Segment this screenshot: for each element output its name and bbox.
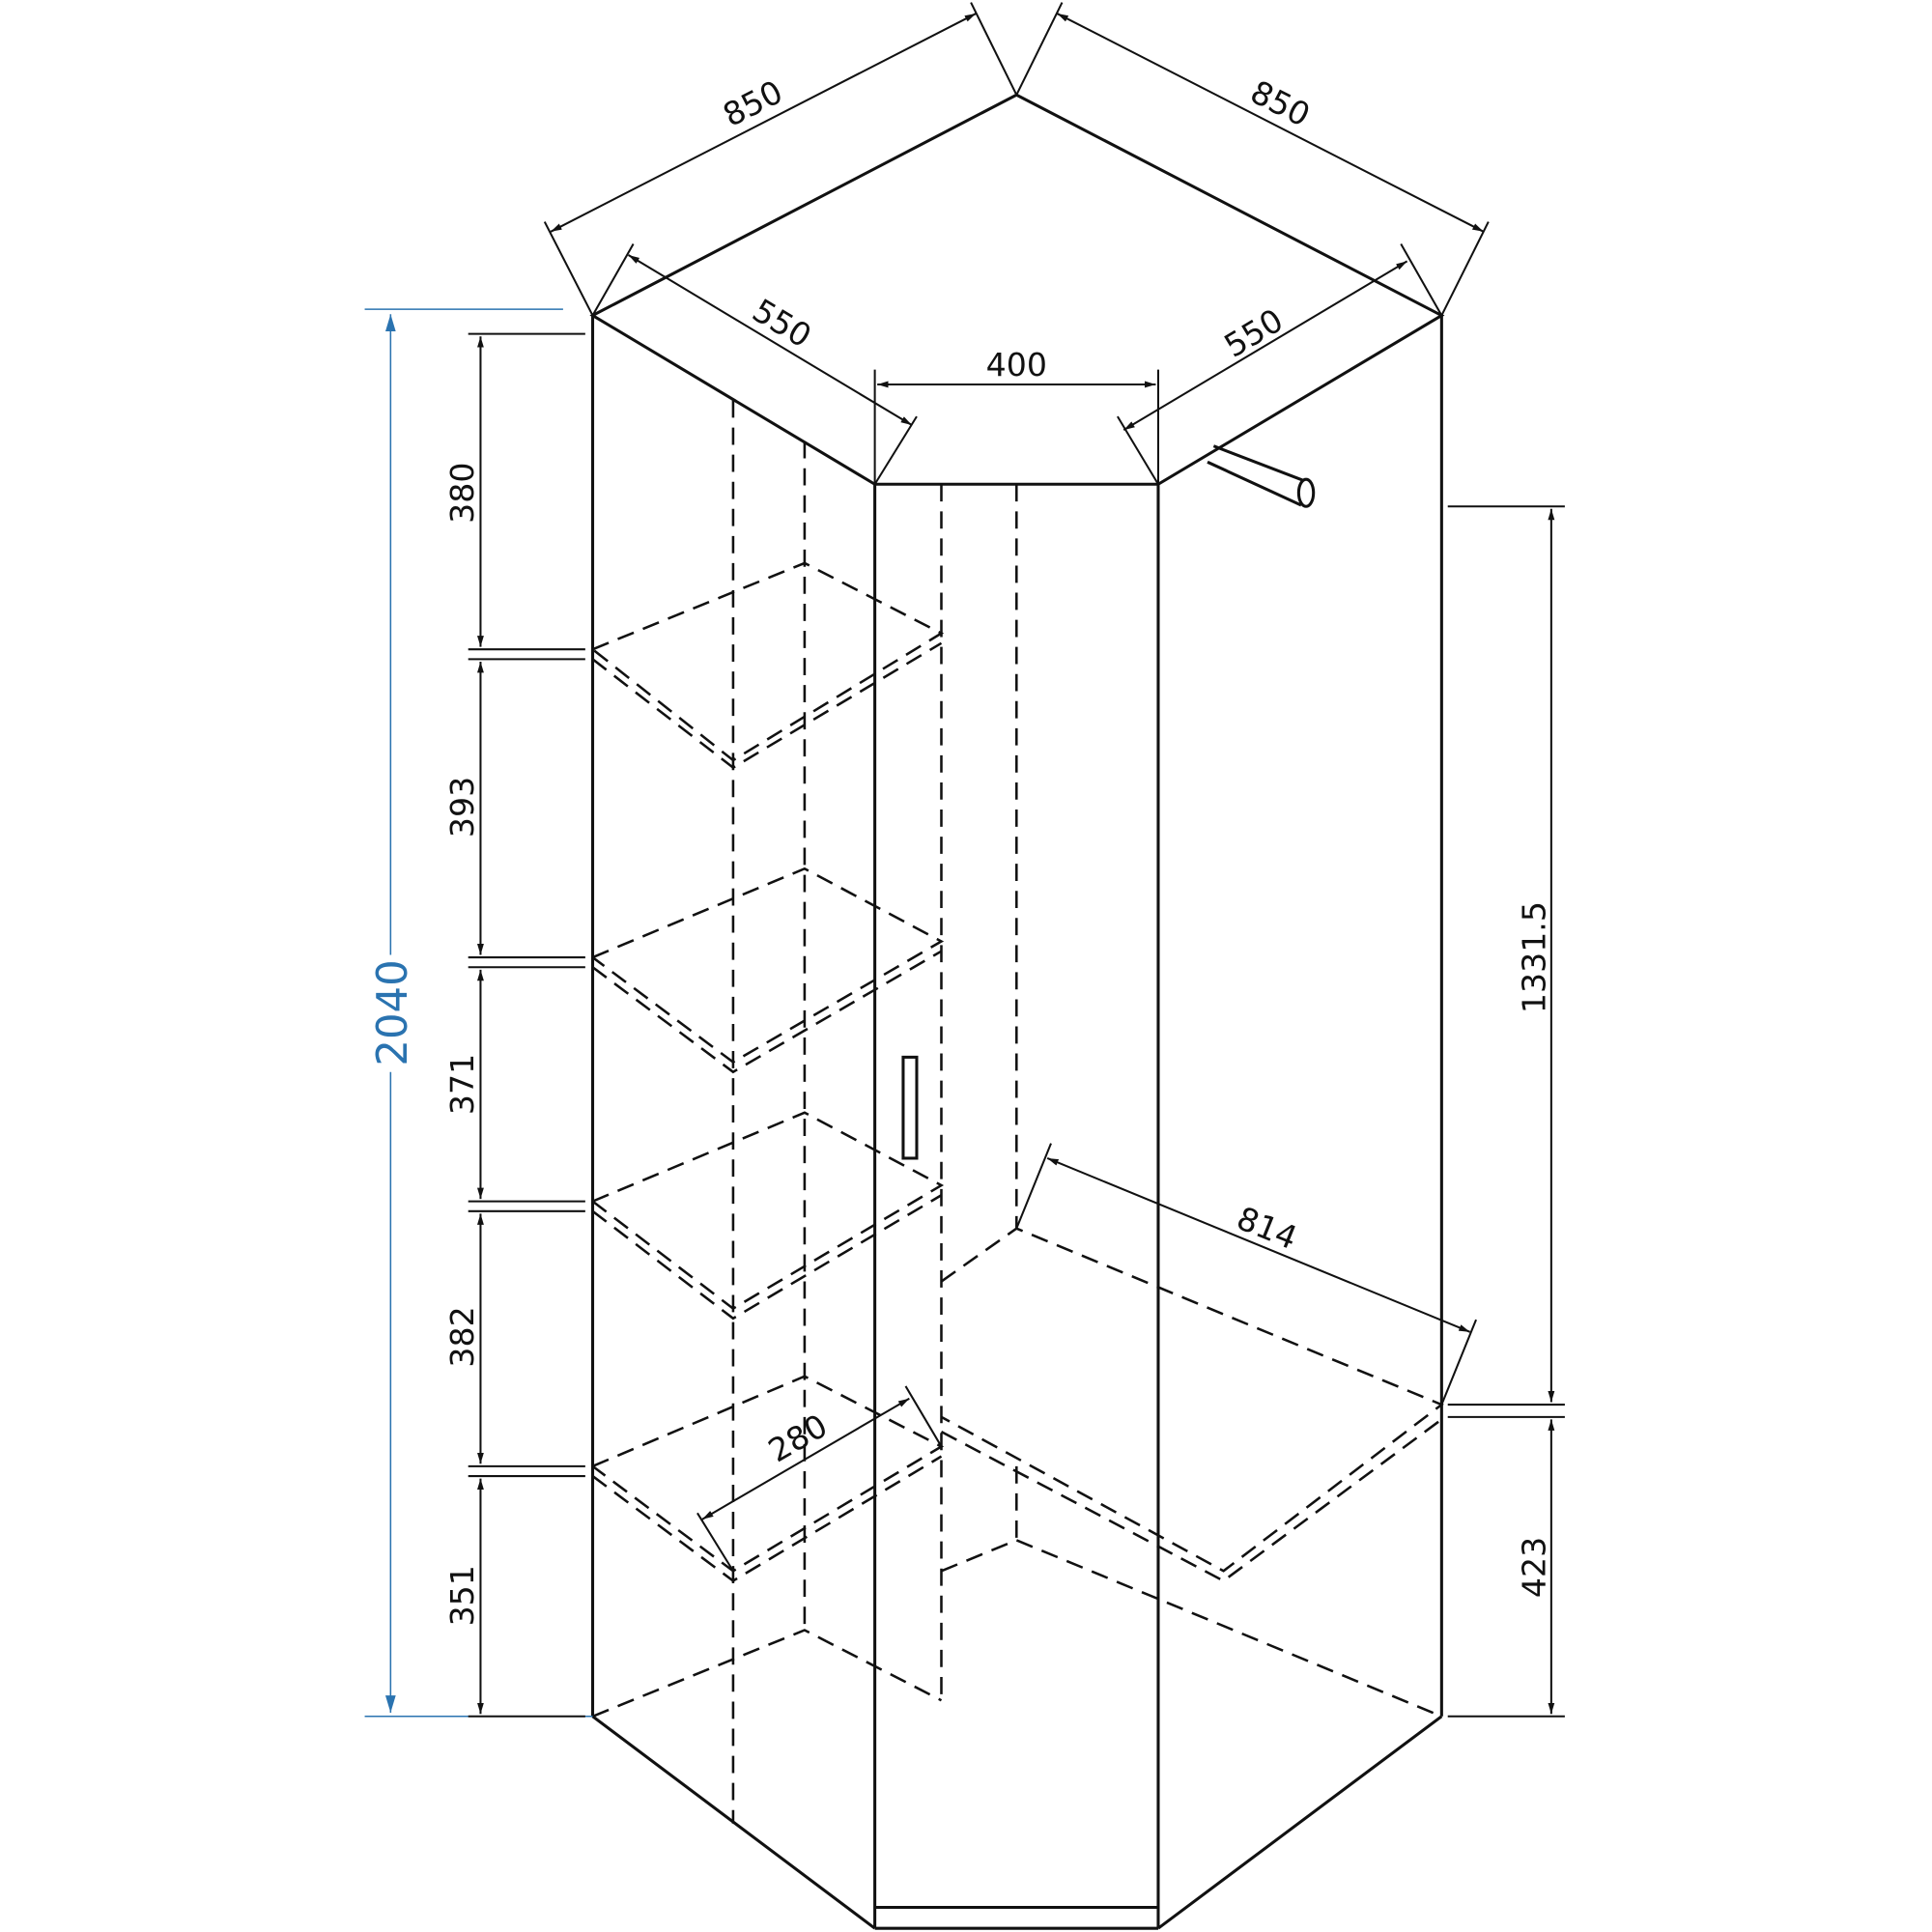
svg-text:380: 380 (443, 463, 481, 524)
door-handle (901, 1055, 919, 1160)
dimension-depth-right: 550 (1117, 243, 1443, 485)
svg-text:371: 371 (443, 1054, 481, 1115)
shelf-2 (591, 867, 945, 1074)
dimension-width-left: 850 (543, 2, 1018, 316)
shelf-1 (591, 561, 945, 770)
shelf-3 (591, 1111, 945, 1321)
dimension-right-heights: 1331.5 423 (1447, 505, 1565, 1718)
svg-text:382: 382 (443, 1306, 481, 1367)
svg-text:814: 814 (1232, 1199, 1302, 1257)
dimension-corner-diagonal: 814 (1015, 1143, 1478, 1406)
dimension-shelf-gaps: 380 393 371 382 351 (443, 332, 585, 1718)
svg-text:393: 393 (443, 777, 481, 838)
svg-text:550: 550 (746, 292, 817, 355)
hanging-rail (1207, 444, 1316, 508)
shelf-4 (591, 1375, 945, 1583)
svg-text:400: 400 (986, 346, 1047, 384)
svg-text:2040: 2040 (369, 959, 417, 1065)
svg-text:850: 850 (1244, 72, 1316, 133)
dimension-total-height: 2040 (364, 308, 593, 1718)
svg-text:351: 351 (443, 1565, 481, 1626)
dimension-depth-left: 550 (591, 243, 918, 485)
shelves (591, 561, 945, 1583)
svg-text:850: 850 (717, 72, 788, 133)
dimension-door-width: 400 (873, 346, 1159, 485)
svg-text:550: 550 (1217, 301, 1289, 365)
hidden-lines (592, 400, 1444, 1824)
svg-text:1331.5: 1331.5 (1515, 901, 1552, 1013)
svg-text:280: 280 (762, 1406, 834, 1469)
dimension-width-right: 850 (1015, 2, 1490, 316)
svg-text:423: 423 (1515, 1537, 1552, 1598)
